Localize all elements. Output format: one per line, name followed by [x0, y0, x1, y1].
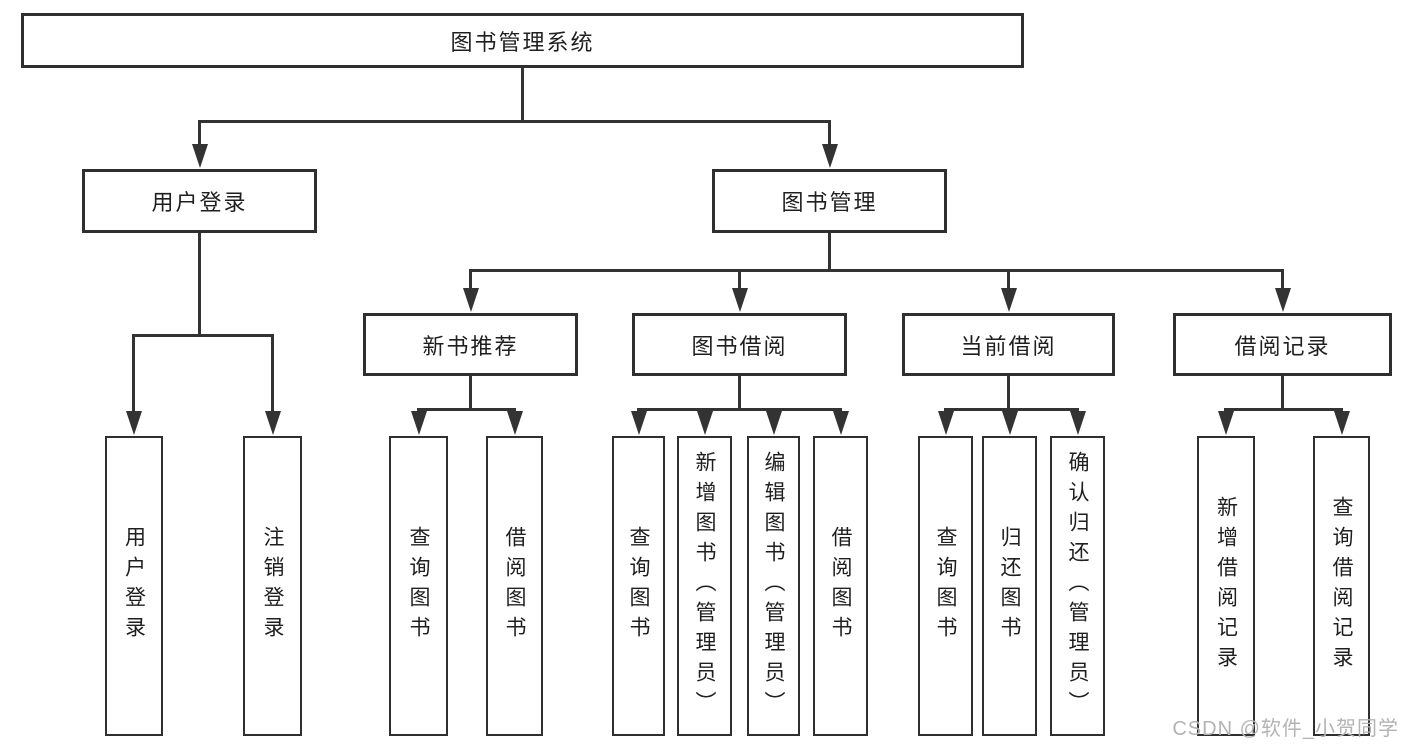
leaf-label: 查询借阅记录 — [1330, 496, 1353, 676]
leaf-return-books: 归还图书 — [982, 436, 1037, 736]
connector-arrow-down-leaf-return — [1001, 408, 1018, 435]
connector-vline-current-borrowing — [1007, 376, 1010, 411]
connector-arrow-down-leaf-confirm — [1069, 408, 1086, 435]
leaf-label: 归还图书 — [998, 526, 1021, 646]
connector-arrow-down-leaf-editbook — [765, 408, 782, 435]
leaf-query-borrow-record: 查询借阅记录 — [1313, 436, 1370, 736]
connector-vline-user-login — [198, 233, 201, 337]
connector-arrow-down-leaf-addrec — [1217, 408, 1234, 435]
connector-vline-root — [521, 68, 524, 123]
connector-vline-book-borrowing — [738, 376, 741, 411]
connector-arrow-down-leaf-login — [125, 334, 142, 435]
connector-hline-new-book — [417, 408, 516, 411]
connector-arrow-down-user-login — [191, 120, 208, 168]
connector-arrow-down-leaf-logout — [264, 334, 281, 435]
leaf-label: 确认归还（管理员） — [1066, 451, 1089, 721]
leaf-borrow-books-borrowing: 借阅图书 — [813, 436, 868, 736]
connector-arrow-down-leaf-query1 — [410, 408, 427, 435]
leaf-edit-book-admin: 编辑图书（管理员） — [747, 436, 800, 736]
node-current-borrowing: 当前借阅 — [902, 313, 1115, 376]
connector-arrow-down-leaf-query3 — [937, 408, 954, 435]
leaf-query-books-borrowing: 查询图书 — [612, 436, 665, 736]
leaf-query-books-current: 查询图书 — [918, 436, 973, 736]
leaf-label: 新增借阅记录 — [1214, 496, 1238, 676]
connector-vline-new-book — [469, 376, 472, 411]
leaf-label: 借阅图书 — [503, 526, 526, 646]
connector-hline-level3 — [469, 269, 1284, 272]
connector-hline-current-borrowing — [944, 408, 1079, 411]
connector-arrow-down-book-management — [821, 120, 838, 168]
leaf-label: 编辑图书（管理员） — [762, 451, 785, 721]
connector-arrow-down-book-borrowing — [731, 269, 748, 312]
watermark: CSDN @软件_小贺同学 — [1172, 718, 1399, 740]
leaf-label: 借阅图书 — [829, 526, 852, 646]
connector-hline-book-borrowing — [637, 408, 841, 411]
leaf-label: 查询图书 — [627, 526, 650, 646]
leaf-add-borrow-record: 新增借阅记录 — [1197, 436, 1255, 736]
connector-vline-borrowing-records — [1281, 376, 1284, 411]
node-new-book-recommendation: 新书推荐 — [363, 313, 578, 376]
node-user-login: 用户登录 — [82, 169, 317, 233]
leaf-label: 注销登录 — [261, 526, 284, 646]
leaf-query-books-recommend: 查询图书 — [389, 436, 448, 736]
connector-arrow-down-leaf-borrow2 — [832, 408, 849, 435]
connector-arrow-down-leaf-addbook — [696, 408, 713, 435]
connector-arrow-down-current-borrowing — [1000, 269, 1017, 312]
connector-arrow-down-leaf-query2 — [630, 408, 647, 435]
connector-arrow-down-borrowing-records — [1274, 269, 1291, 312]
leaf-label: 用户登录 — [122, 526, 146, 646]
connector-arrow-down-leaf-borrow1 — [506, 408, 523, 435]
node-book-management: 图书管理 — [712, 169, 947, 233]
node-book-borrowing: 图书借阅 — [632, 313, 847, 376]
leaf-label: 查询图书 — [934, 526, 957, 646]
node-borrowing-records: 借阅记录 — [1173, 313, 1392, 376]
leaf-add-book-admin: 新增图书（管理员） — [677, 436, 732, 736]
connector-vline-book-management — [828, 233, 831, 272]
leaf-confirm-return-admin: 确认归还（管理员） — [1050, 436, 1105, 736]
connector-arrow-down-new-book-recommendation — [462, 269, 479, 312]
leaf-user-login: 用户登录 — [105, 436, 163, 736]
leaf-borrow-books-recommend: 借阅图书 — [486, 436, 543, 736]
leaf-logout: 注销登录 — [243, 436, 302, 736]
connector-hline-level2 — [198, 120, 831, 123]
connector-hline-borrowing-records — [1224, 408, 1342, 411]
connector-arrow-down-leaf-queryrec — [1333, 408, 1350, 435]
connector-hline-user-login — [132, 334, 274, 337]
node-library-management-system: 图书管理系统 — [21, 13, 1024, 68]
leaf-label: 查询图书 — [407, 526, 430, 646]
leaf-label: 新增图书（管理员） — [693, 451, 716, 721]
